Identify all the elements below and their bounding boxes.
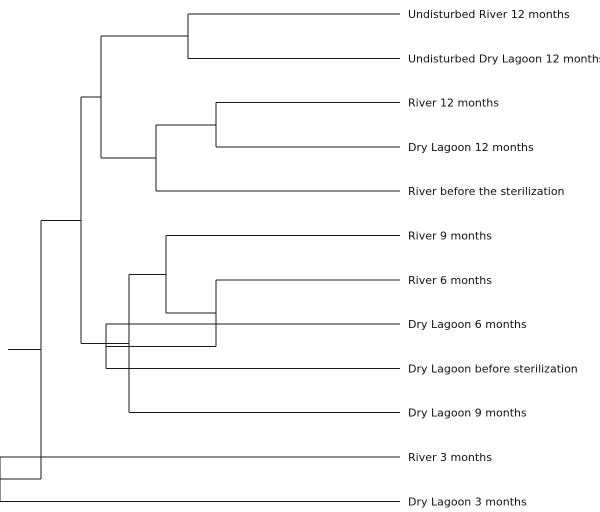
leaf-label-river-9: River 9 months — [408, 230, 492, 243]
leaf-label-undisturbed-river-12: Undisturbed River 12 months — [408, 8, 570, 21]
leaf-label-dry-lagoon-12: Dry Lagoon 12 months — [408, 141, 534, 154]
leaf-label-dry-lagoon-9: Dry Lagoon 9 months — [408, 407, 527, 420]
leaf-label-river-3: River 3 months — [408, 451, 492, 464]
leaf-label-river-before-sterilization: River before the sterilization — [408, 185, 565, 198]
leaf-label-river-6: River 6 months — [408, 274, 492, 287]
leaf-label-dry-lagoon-6: Dry Lagoon 6 months — [408, 318, 527, 331]
leaf-label-river-12: River 12 months — [408, 97, 499, 110]
leaf-label-undisturbed-dry-lagoon-12: Undisturbed Dry Lagoon 12 months — [408, 52, 600, 65]
leaf-label-dry-lagoon-3: Dry Lagoon 3 months — [408, 495, 527, 508]
leaf-label-dry-lagoon-before-sterilization: Dry Lagoon before sterilization — [408, 362, 578, 375]
